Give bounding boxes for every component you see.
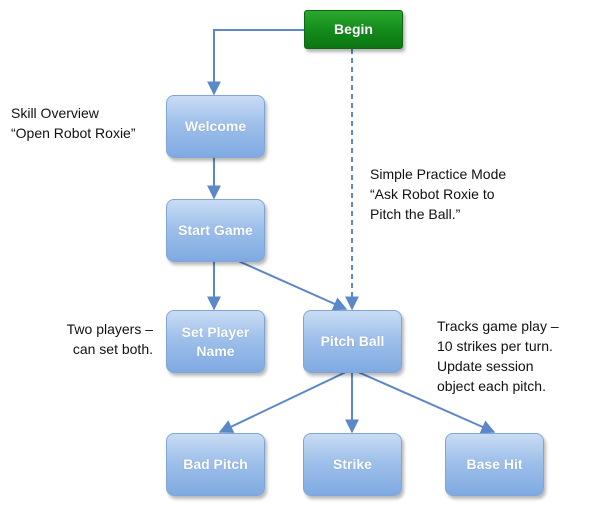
node-set-player-name-label: Set Player Name [181,323,250,359]
edge-pitch-ball-to-base-hit [357,371,496,434]
node-welcome: Welcome [166,95,265,158]
node-welcome-label: Welcome [184,118,247,134]
edge-pitch-ball-to-bad-pitch [218,371,347,433]
note-two-players: Two players – can set both. [66,321,153,357]
node-base-hit-label: Base Hit [466,456,523,472]
node-set-player-name: Set Player Name [166,310,265,373]
node-begin-label: Begin [334,21,373,37]
node-begin: Begin [304,10,403,49]
edge-begin-to-welcome [207,29,304,96]
note-tracks-game-play: Tracks game play – 10 strikes per turn. … [437,318,559,394]
note-simple-practice-mode: Simple Practice Mode “Ask Robot Roxie to… [370,166,507,222]
node-bad-pitch: Bad Pitch [166,433,265,496]
node-pitch-ball: Pitch Ball [303,310,402,373]
node-base-hit: Base Hit [445,433,544,496]
node-start-game: Start Game [166,199,265,262]
node-pitch-ball-label: Pitch Ball [320,333,385,349]
node-bad-pitch-label: Bad Pitch [183,456,248,472]
node-start-game-label: Start Game [178,222,253,238]
edge-start-game-to-pitch-ball [235,259,348,311]
note-skill-overview: Skill Overview “Open Robot Roxie” [11,105,136,141]
node-strike-label: Strike [333,456,372,472]
node-strike: Strike [303,433,402,496]
